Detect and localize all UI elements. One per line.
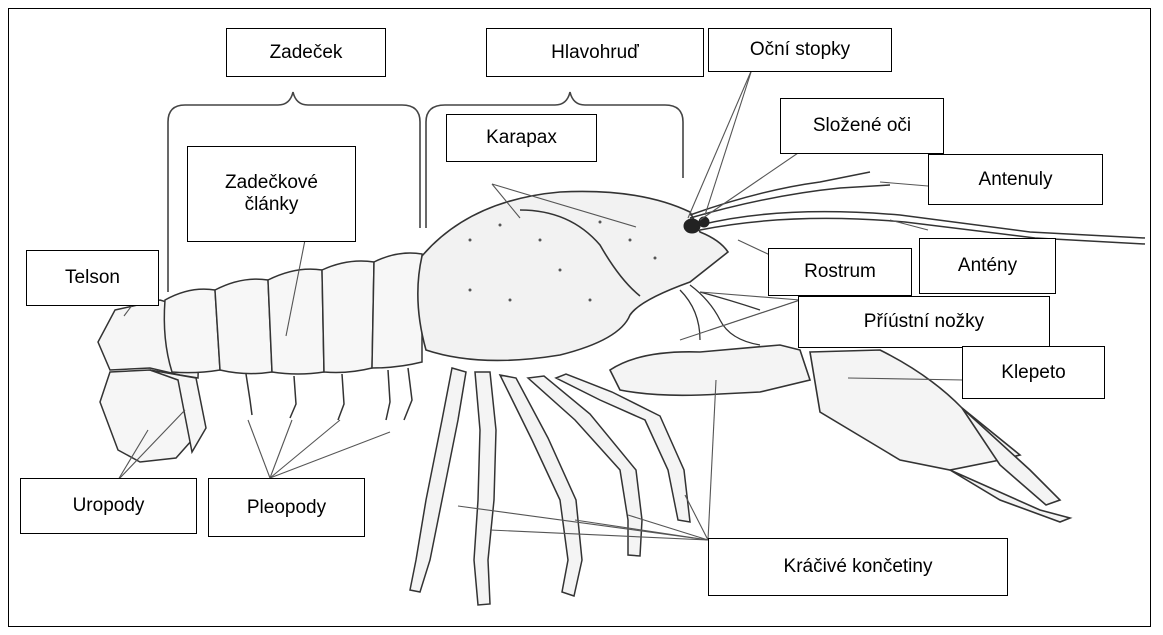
pleopods xyxy=(246,368,412,420)
label-zadeckove-clanky: Zadečkové články xyxy=(187,146,356,242)
label-pleopody: Pleopody xyxy=(208,478,365,537)
label-antenuly: Antenuly xyxy=(928,154,1103,205)
label-klepeto: Klepeto xyxy=(962,346,1105,399)
abdomen xyxy=(164,253,422,374)
carapace xyxy=(418,191,728,360)
label-karapax: Karapax xyxy=(446,114,597,162)
walking-legs xyxy=(410,368,690,605)
label-zadecek: Zadeček xyxy=(226,28,386,77)
label-kracive-koncetiny: Kráčivé končetiny xyxy=(708,538,1008,596)
label-anteny: Antény xyxy=(919,238,1056,294)
label-slozene-oci: Složené oči xyxy=(780,98,944,154)
label-priustni-nozky: Příústní nožky xyxy=(798,296,1050,348)
label-rostrum: Rostrum xyxy=(768,248,912,296)
label-telson: Telson xyxy=(26,250,159,306)
label-ocni-stopky: Oční stopky xyxy=(708,28,892,72)
label-hlavohrud: Hlavohruď xyxy=(486,28,704,77)
label-uropody: Uropody xyxy=(20,478,197,534)
